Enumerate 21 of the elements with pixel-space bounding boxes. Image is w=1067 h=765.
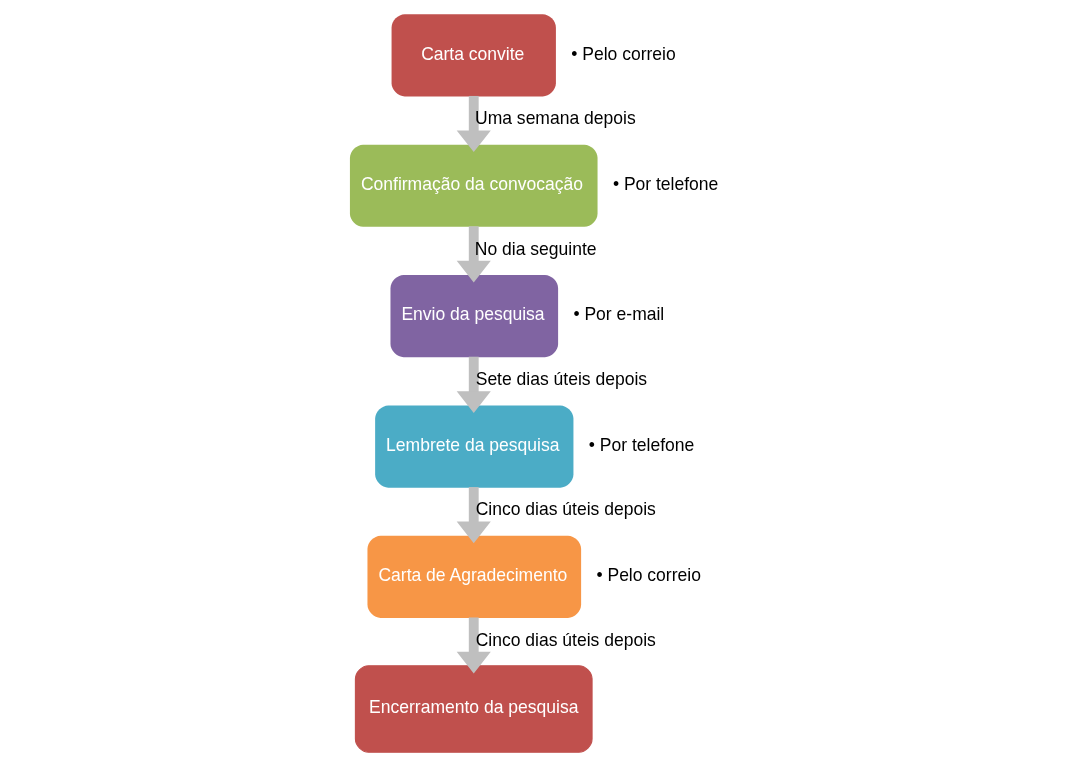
edge-label: No dia seguinte <box>474 238 597 259</box>
arrow <box>456 225 491 282</box>
edge-label: Cinco dias úteis depois <box>475 498 656 519</box>
node-box: Encerramento da pesquisa <box>354 664 593 753</box>
node-box: Confirmação da convocação <box>349 144 598 227</box>
node-box: Lembrete da pesquisa <box>374 404 573 488</box>
arrow <box>456 616 491 674</box>
edge-label: Sete dias úteis depois <box>475 368 647 389</box>
node-box: Carta de Agradecimento <box>366 535 581 618</box>
node-label: • Pelo correio <box>570 43 676 64</box>
node-box: Envio da pesquisa <box>389 274 558 357</box>
node-box: Carta convite <box>391 13 556 96</box>
arrow <box>456 486 491 543</box>
node-label: • Pelo correio <box>595 564 701 585</box>
arrow <box>456 356 491 413</box>
edge-label: Uma semana depois <box>474 107 636 128</box>
arrow <box>456 95 491 152</box>
node-label: • Por telefone <box>612 173 718 194</box>
node-label: • Por telefone <box>588 434 694 455</box>
edge-label: Cinco dias úteis depois <box>475 629 656 650</box>
node-label: • Por e-mail <box>572 303 664 324</box>
